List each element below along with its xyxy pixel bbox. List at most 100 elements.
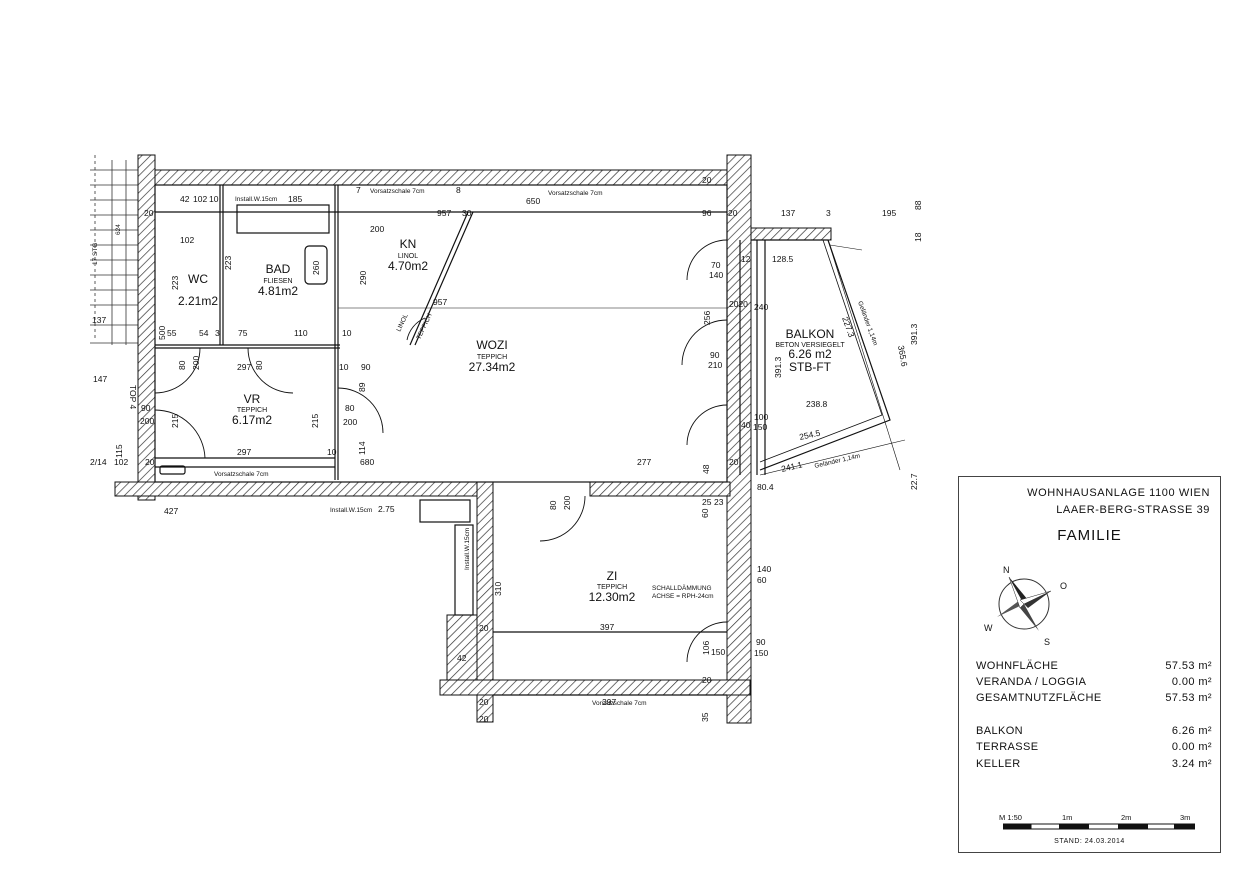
dim-label: 102 <box>180 235 194 245</box>
room-wozi-name: WOZI <box>476 338 507 352</box>
room-balkon: BALKON BETON VERSIEGELT 6.26 m2 STB-FT <box>775 327 845 374</box>
compass-o: O <box>1060 581 1067 591</box>
dim-label: 254.5 <box>798 428 821 442</box>
dim-label: 80 <box>177 360 187 370</box>
dim-label: 238.8 <box>806 399 828 409</box>
dim-label: 10 <box>342 328 352 338</box>
room-wozi: WOZI TEPPICH 27.34m2 <box>469 338 516 374</box>
dim-label: 227.3 <box>840 315 857 339</box>
label-install: Install.W.15cm <box>235 196 277 203</box>
dimensions: 42 102 10 185 7 8 957 30 650 96 20 20 13… <box>90 175 923 724</box>
dim-label: 10 <box>327 447 337 457</box>
label-top: TOP 4 <box>128 385 138 410</box>
dim-label: 40 <box>741 420 751 430</box>
room-kn-floor: LINOL <box>398 253 418 260</box>
dim-label: 210 <box>708 360 722 370</box>
dim-label: 200 <box>370 224 384 234</box>
dim-label: 20 <box>728 208 738 218</box>
dim-label: 20 <box>702 675 712 685</box>
dim-label: 185 <box>288 194 302 204</box>
room-bad-area: 4.81m2 <box>258 284 298 298</box>
room-vr: VR TEPPICH 6.17m2 <box>232 392 272 427</box>
room-kn: KN LINOL 4.70m2 <box>388 237 428 273</box>
scale-3m: 3m <box>1180 813 1191 822</box>
label-install: Install.W.15cm <box>464 528 471 570</box>
room-vr-name: VR <box>244 392 261 406</box>
dim-label: 20 <box>144 208 154 218</box>
dim-label: 48 <box>701 464 711 474</box>
room-kn-area: 4.70m2 <box>388 259 428 273</box>
dim-label: 128.5 <box>772 254 794 264</box>
room-balkon-area: 6.26 m2 <box>788 347 832 361</box>
dim-label: 310 <box>493 582 503 596</box>
dim-label: 23 <box>714 497 724 507</box>
compass-s: S <box>1044 637 1050 647</box>
dim-label: 397 <box>602 697 616 707</box>
label-vorsatz: Vorsatzschale 7cm <box>214 471 269 478</box>
dim-label: 88 <box>913 200 923 210</box>
room-balkon-code: STB-FT <box>789 360 832 374</box>
dim-label: 12 <box>741 254 751 264</box>
dim-label: 54 <box>199 328 209 338</box>
compass-n: N <box>1003 565 1010 575</box>
dim-label: 957 <box>433 297 447 307</box>
dim-label: 25 <box>702 497 712 507</box>
room-balkon-name: BALKON <box>786 327 835 341</box>
dim-label: 297 <box>237 362 251 372</box>
dim-label: 80 <box>254 360 264 370</box>
dim-label: 110 <box>294 328 308 338</box>
dim-label: 7 <box>356 185 361 195</box>
dim-label: 2.75 <box>378 504 395 514</box>
room-wozi-floor: TEPPICH <box>477 354 507 361</box>
dim-label: 241.1 <box>780 459 803 474</box>
info-panel: WOHNHAUSANLAGE 1100 WIEN LAAER-BERG-STRA… <box>958 476 1221 853</box>
room-zi: ZI TEPPICH 12.30m2 <box>589 569 636 604</box>
dim-label: 137 <box>781 208 795 218</box>
label-vorsatz: Vorsatzschale 7cm <box>548 190 603 197</box>
dim-label: 2020 <box>729 299 748 309</box>
dim-label: 200 <box>343 417 357 427</box>
dim-label: 20 <box>479 714 489 724</box>
dim-label: 80 <box>345 403 355 413</box>
dim-label: 397 <box>600 622 614 632</box>
family-label: FAMILIE <box>1057 527 1122 544</box>
dim-label: 3 <box>215 328 220 338</box>
dim-label: 200 <box>140 416 154 426</box>
room-vr-area: 6.17m2 <box>232 413 272 427</box>
dim-label: 391.3 <box>773 356 783 378</box>
dim-label: 150 <box>753 422 767 432</box>
dim-label: 75 <box>238 328 248 338</box>
dim-label: 35 <box>700 712 710 722</box>
dim-label: 277 <box>637 457 651 467</box>
compass-w: W <box>984 623 993 633</box>
dim-label: 200 <box>191 356 201 370</box>
dim-label: 102 <box>114 457 128 467</box>
dim-label: 150 <box>711 647 725 657</box>
label-stair-dim: 624 <box>115 224 122 235</box>
dim-label: 256 <box>702 311 712 325</box>
label-vorsatz: Vorsatzschale 7cm <box>370 188 425 195</box>
dim-label: 10 <box>209 194 219 204</box>
dim-label: 223 <box>223 256 233 270</box>
room-zi-area: 12.30m2 <box>589 590 636 604</box>
scale-bar <box>1003 823 1195 830</box>
dim-label: 215 <box>170 414 180 428</box>
room-zi-name: ZI <box>607 569 618 583</box>
dim-label: 150 <box>754 648 768 658</box>
dim-label: 680 <box>360 457 374 467</box>
scale-ratio: M 1:50 <box>999 813 1022 822</box>
interior-partitions <box>154 184 766 696</box>
dim-label: 20 <box>145 457 155 467</box>
dim-label: 42 <box>180 194 190 204</box>
dim-label: 297 <box>237 447 251 457</box>
scale-2m: 2m <box>1121 813 1132 822</box>
address-line-1: WOHNHAUSANLAGE 1100 WIEN <box>1027 487 1210 499</box>
balcony-outline <box>751 239 906 476</box>
label-floor-change: LINOL <box>395 313 409 333</box>
dim-label: 427 <box>164 506 178 516</box>
